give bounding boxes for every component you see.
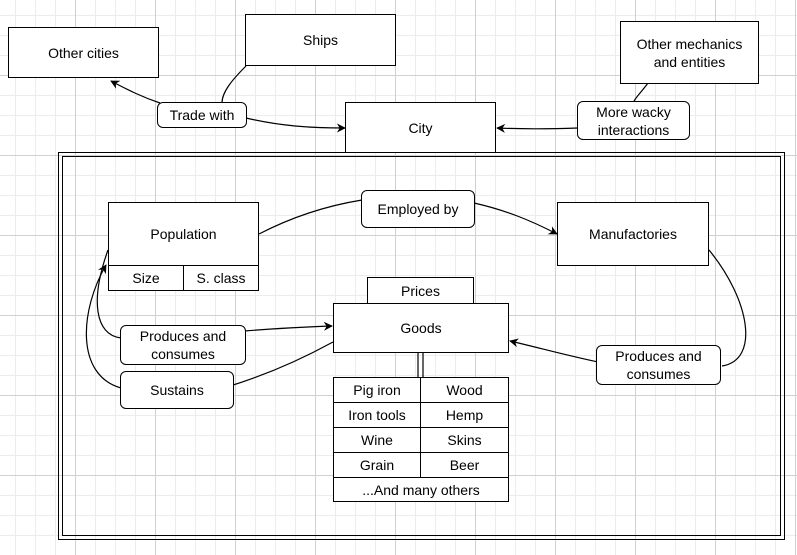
goods-cell: Iron tools: [334, 403, 421, 428]
population-sclass-cell[interactable]: S. class: [183, 265, 259, 291]
edge-ships-trade: [221, 65, 247, 104]
node-goods-label: Goods: [400, 320, 442, 336]
goods-cell-label: Pig iron: [353, 382, 401, 398]
goods-cell: Grain: [334, 453, 421, 478]
edge-othermech-wacky: [633, 82, 649, 102]
population-size-cell[interactable]: Size: [108, 265, 184, 291]
goods-cell-label: Wood: [446, 382, 483, 398]
goods-table-footer-label: ...And many others: [362, 481, 480, 498]
edge-goods-sustains: [232, 341, 334, 386]
node-trade-with[interactable]: Trade with: [157, 102, 247, 128]
edge-trade-othercities: [110, 80, 161, 104]
edge-wacky-city: [496, 123, 579, 133]
node-produces-consumes-right[interactable]: Produces and consumes: [596, 345, 721, 385]
city-container-inner: [62, 156, 781, 536]
node-other-cities-label: Other cities: [48, 44, 119, 61]
node-produces-consumes-left-label: Produces and consumes: [139, 328, 227, 362]
goods-cell: Beer: [421, 453, 508, 478]
node-population[interactable]: Population: [108, 202, 259, 266]
goods-cell-label: Skins: [447, 432, 482, 448]
node-city[interactable]: City: [345, 102, 496, 153]
goods-cell: Pig iron: [334, 378, 421, 403]
edge-manu-produces-right: [708, 249, 747, 367]
goods-cell-label: Grain: [359, 457, 395, 473]
goods-cell-label: Wine: [361, 432, 393, 448]
node-other-mechanics-label: Other mechanics and entities: [636, 35, 743, 70]
node-sustains[interactable]: Sustains: [120, 371, 234, 409]
population-sclass-label: S. class: [196, 270, 246, 286]
edge-pop-employed: [258, 199, 363, 235]
node-goods[interactable]: Goods: [333, 303, 509, 353]
node-other-mechanics[interactable]: Other mechanics and entities: [620, 21, 759, 84]
node-ships[interactable]: Ships: [245, 14, 396, 66]
node-prices-label: Prices: [401, 282, 440, 299]
edge-produces-left-goods: [244, 321, 333, 332]
node-more-wacky-label: More wacky interactions: [596, 103, 671, 138]
goods-cell: Hemp: [421, 403, 508, 428]
goods-table: Pig iron Wood Iron tools Hemp Wine Skins…: [333, 377, 509, 502]
node-manufactories[interactable]: Manufactories: [557, 202, 709, 266]
node-other-cities[interactable]: Other cities: [8, 27, 159, 78]
goods-cell-label: Beer: [449, 457, 480, 473]
goods-cell: Skins: [421, 428, 508, 453]
goods-cell: Wood: [421, 378, 508, 403]
node-produces-consumes-right-label: Produces and consumes: [615, 348, 702, 382]
node-produces-consumes-left[interactable]: Produces and consumes: [120, 325, 246, 365]
goods-cell-label: Iron tools: [348, 407, 406, 423]
goods-cell: Wine: [334, 428, 421, 453]
node-employed-by[interactable]: Employed by: [361, 190, 475, 228]
node-population-label: Population: [150, 226, 217, 242]
goods-table-footer: ...And many others: [334, 478, 508, 501]
edge-employed-manu: [473, 202, 558, 235]
node-employed-by-label: Employed by: [377, 201, 459, 217]
population-size-label: Size: [132, 270, 160, 286]
node-manufactories-label: Manufactories: [589, 226, 677, 242]
node-city-label: City: [408, 119, 433, 136]
node-sustains-label: Sustains: [150, 382, 204, 398]
edge-sustains-pop: [85, 264, 122, 389]
node-prices[interactable]: Prices: [367, 277, 474, 304]
city-container-outer: [58, 152, 785, 540]
edge-produces-right-goods: [509, 338, 599, 363]
edge-trade-city: [245, 117, 346, 133]
node-more-wacky[interactable]: More wacky interactions: [577, 101, 690, 140]
node-ships-label: Ships: [302, 32, 339, 48]
goods-cell-label: Hemp: [445, 407, 484, 423]
node-trade-with-label: Trade with: [169, 107, 235, 123]
